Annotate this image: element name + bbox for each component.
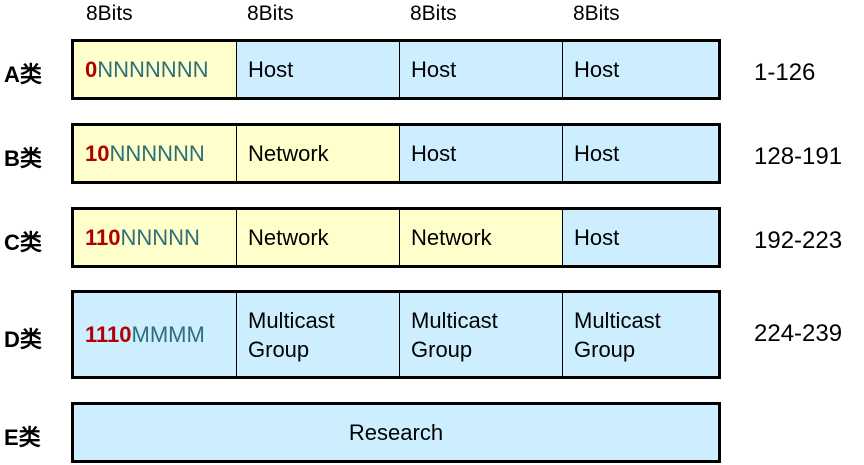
class-c-octet-2: Network <box>237 210 400 265</box>
class-a-octet-2: Host <box>237 42 400 97</box>
class-d-octet-2: Multicast Group <box>237 293 400 376</box>
class-c-octet-4: Host <box>563 210 718 265</box>
class-b-label: B类 <box>4 146 42 171</box>
class-a-range: 1-126 <box>754 59 816 86</box>
class-a-label: A类 <box>4 62 42 87</box>
bits-header-4: 8Bits <box>573 2 620 25</box>
class-c-label: C类 <box>4 230 42 255</box>
class-d-prefix: 1110 <box>85 322 132 347</box>
class-b-octet-4: Host <box>563 126 718 181</box>
class-d-octet-3: Multicast Group <box>400 293 563 376</box>
class-b-range: 128-191 <box>754 143 843 170</box>
bits-header-3: 8Bits <box>410 2 457 25</box>
class-c-range: 192-223 <box>754 227 843 254</box>
class-e-row: Research <box>71 402 721 463</box>
class-a-octet-4: Host <box>563 42 718 97</box>
class-e-label: E类 <box>4 425 41 450</box>
bits-header-2: 8Bits <box>247 2 294 25</box>
class-d-range: 224-239 <box>754 320 843 347</box>
class-c-prefix: 110 <box>85 225 121 250</box>
class-b-octet-2: Network <box>237 126 400 181</box>
class-a-rest: NNNNNNN <box>97 57 209 82</box>
class-d-rest: MMMM <box>131 322 205 347</box>
class-b-octet-3: Host <box>400 126 563 181</box>
class-b-rest: NNNNNN <box>109 141 205 166</box>
class-c-octet-3: Network <box>400 210 563 265</box>
class-c-rest: NNNNN <box>120 225 200 250</box>
class-a-octet-3: Host <box>400 42 563 97</box>
class-e-research: Research <box>74 405 718 460</box>
class-b-prefix: 10 <box>85 141 110 166</box>
class-d-label: D类 <box>4 327 42 352</box>
bits-header-1: 8Bits <box>86 2 133 25</box>
class-a-prefix: 0 <box>85 57 98 82</box>
class-d-octet-4: Multicast Group <box>563 293 718 376</box>
